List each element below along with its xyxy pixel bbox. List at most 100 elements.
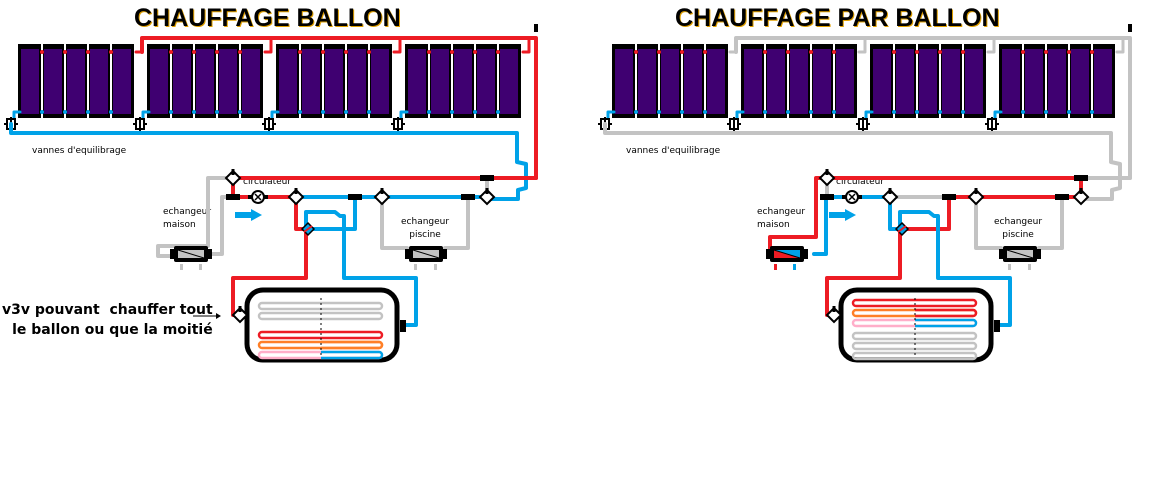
solar-panel-left-2-1 bbox=[150, 49, 168, 114]
balancing-valve-left-2 bbox=[133, 117, 147, 131]
house-exchanger-port-a-right bbox=[774, 264, 777, 270]
panel-cold-port-right bbox=[938, 110, 942, 114]
solar-panel-right-2-2 bbox=[767, 49, 785, 114]
diverter-valve-house-right-body bbox=[818, 169, 836, 187]
panel-outlet-pipe-right bbox=[986, 36, 996, 54]
tank-outlet-fitting-right bbox=[994, 320, 1000, 332]
flow-direction-arrow-right bbox=[829, 209, 856, 221]
pool-exchanger-left bbox=[405, 246, 447, 262]
diverter-valve-house-left-handle bbox=[231, 169, 235, 175]
pool-loop-return-left bbox=[443, 195, 470, 250]
panel-hot-port-left bbox=[40, 50, 44, 54]
solar-panel-right-4-2 bbox=[1025, 49, 1043, 114]
panel-gap-right bbox=[1045, 44, 1047, 118]
house-return-right bbox=[812, 195, 892, 256]
panel-gap-right bbox=[1022, 44, 1024, 118]
panel-hot-port-left bbox=[450, 50, 454, 54]
panel-hot-port-right bbox=[961, 50, 965, 54]
panel-cold-port-right bbox=[832, 110, 836, 114]
solar-panel-right-3-2 bbox=[896, 49, 914, 114]
solar-panel-right-1-5 bbox=[707, 49, 725, 114]
diverter-valve-house-left-body bbox=[224, 169, 242, 187]
solar-panel-right-1-4 bbox=[684, 49, 702, 114]
panel-cold-port-left bbox=[238, 110, 242, 114]
pool-exchanger-left-cap-l bbox=[405, 249, 409, 259]
panel-cold-port-left bbox=[86, 110, 90, 114]
solar-panel-left-2-5 bbox=[242, 49, 260, 114]
panel-gap-right bbox=[916, 44, 918, 118]
tank-outlet-fitting-left bbox=[400, 320, 406, 332]
tee-house-left bbox=[226, 194, 240, 200]
pool-loop-return-right bbox=[1037, 195, 1064, 250]
balancing-valve-left-3 bbox=[262, 117, 276, 131]
panel-gap-left bbox=[170, 44, 172, 118]
panel-cold-port-right bbox=[703, 110, 707, 114]
panel-hot-port-left bbox=[215, 50, 219, 54]
solar-panel-right-3-3 bbox=[919, 49, 937, 114]
panel-inlet-pipe-right bbox=[606, 110, 616, 120]
diverter-valve-return-left-handle bbox=[485, 188, 489, 194]
panel-gap-left bbox=[474, 44, 476, 118]
panel-cold-port-right bbox=[634, 110, 638, 114]
panel-hot-port-right bbox=[786, 50, 790, 54]
panel-gap-left bbox=[87, 44, 89, 118]
flow-direction-arrow-right-shaft bbox=[829, 212, 847, 218]
panel-cold-port-left bbox=[427, 110, 431, 114]
panel-outlet-pipe-right bbox=[1115, 36, 1125, 54]
balancing-valve-right-3 bbox=[856, 117, 870, 131]
panel-gap-left bbox=[216, 44, 218, 118]
panel-hot-port-left bbox=[496, 50, 500, 54]
panel-group-right-1 bbox=[612, 44, 728, 118]
note-pointer-arrowhead bbox=[216, 313, 221, 319]
panel-cold-port-left bbox=[109, 110, 113, 114]
panel-cold-port-right bbox=[809, 110, 813, 114]
panel-inlet-pipe-right bbox=[735, 110, 745, 120]
return-collector-right bbox=[603, 122, 1122, 201]
diverter-valve-pool-left-body bbox=[373, 188, 391, 206]
diagram-title-right: CHAUFFAGE PAR BALLON bbox=[675, 4, 1000, 32]
panel-gap-right bbox=[939, 44, 941, 118]
solar-panel-right-1-2 bbox=[638, 49, 656, 114]
tank-three-way-valve-right-handle bbox=[832, 306, 836, 312]
panel-gap-left bbox=[428, 44, 430, 118]
panel-hot-port-right bbox=[763, 50, 767, 54]
panel-cold-port-right bbox=[915, 110, 919, 114]
tee-tank-right bbox=[942, 194, 956, 200]
solar-panel-left-2-4 bbox=[219, 49, 237, 114]
panel-gap-right bbox=[893, 44, 895, 118]
storage-tank-left bbox=[244, 287, 406, 363]
diagram-title-left: CHAUFFAGE BALLON bbox=[134, 4, 401, 32]
diverter-valve-return-right-handle bbox=[1079, 188, 1083, 194]
diverter-valve-return-left-body bbox=[478, 188, 496, 206]
flow-direction-arrow-left-shaft bbox=[235, 212, 253, 218]
panel-hot-port-right bbox=[915, 50, 919, 54]
diverter-valve-house-right-handle bbox=[825, 169, 829, 175]
panel-gap-left bbox=[110, 44, 112, 118]
house-exchanger-right bbox=[766, 246, 808, 262]
house-exchanger-right-cap-l bbox=[766, 249, 770, 259]
panel-inlet-pipe-left bbox=[12, 110, 22, 120]
solar-panel-right-2-4 bbox=[813, 49, 831, 114]
panel-inlet-pipe-right bbox=[864, 110, 874, 120]
panel-cold-port-left bbox=[169, 110, 173, 114]
panel-cold-port-right bbox=[1067, 110, 1071, 114]
panel-gap-right bbox=[1068, 44, 1070, 118]
diverter-valve-house-left bbox=[224, 169, 242, 187]
panel-hot-port-right bbox=[832, 50, 836, 54]
panel-outlet-pipe-left bbox=[263, 36, 273, 54]
solar-panel-left-3-3 bbox=[325, 49, 343, 114]
house-exchanger-label-left: echangeur maison bbox=[163, 207, 212, 230]
panel-gap-right bbox=[764, 44, 766, 118]
panel-cold-port-left bbox=[215, 110, 219, 114]
tank-return-tee-left bbox=[304, 195, 357, 231]
panel-gap-left bbox=[41, 44, 43, 118]
panel-inlet-pipe-left bbox=[270, 110, 280, 120]
pump-label-right: circulateur bbox=[836, 177, 885, 187]
diverter-valve-pool-right-body bbox=[967, 188, 985, 206]
panel-gap-right bbox=[833, 44, 835, 118]
mixing-valve-right bbox=[894, 221, 910, 237]
panel-cold-port-left bbox=[367, 110, 371, 114]
flow-direction-arrow-left-head bbox=[251, 209, 262, 221]
solar-panel-right-1-1 bbox=[615, 49, 633, 114]
